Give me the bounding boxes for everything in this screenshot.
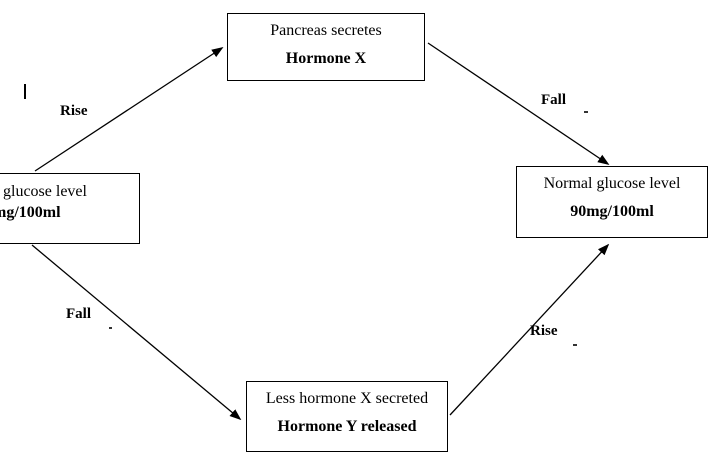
edge-label-rise-left-to-top: Rise	[60, 103, 88, 119]
stray-dot-artifact	[109, 327, 112, 329]
node-glucose-level-left: glucose level mg/100ml	[0, 173, 140, 244]
node-normal-glucose-line1: Normal glucose level	[543, 175, 681, 192]
node-less-hormone-x: Less hormone X secreted Hormone Y releas…	[246, 381, 448, 452]
arrow-left-to-bottom	[31, 244, 242, 421]
stray-dot-artifact	[573, 344, 577, 346]
node-normal-glucose-line2: 90mg/100ml	[570, 203, 654, 220]
edge-label-rise-bottom-to-right: Rise	[530, 323, 558, 339]
edge-label-fall-left-to-bottom: Fall	[66, 306, 91, 322]
arrow-top-to-right	[427, 42, 610, 165]
arrow-left-to-top	[34, 47, 224, 172]
node-normal-glucose-level: Normal glucose level 90mg/100ml	[516, 166, 708, 238]
stray-vertical-bar-artifact	[24, 84, 26, 99]
stray-dot-artifact	[584, 111, 588, 113]
node-glucose-left-line2: mg/100ml	[0, 204, 61, 221]
arrow-bottom-to-right	[449, 243, 610, 416]
edge-label-fall-top-to-right: Fall	[541, 92, 566, 108]
node-less-hormone-line2: Hormone Y released	[277, 418, 417, 435]
node-pancreas-line2: Hormone X	[285, 50, 367, 67]
node-pancreas-line1: Pancreas secretes	[270, 22, 382, 39]
node-less-hormone-line1: Less hormone X secreted	[265, 390, 429, 407]
node-glucose-left-line1: glucose level	[3, 183, 87, 200]
node-pancreas-secretes: Pancreas secretes Hormone X	[227, 13, 425, 81]
